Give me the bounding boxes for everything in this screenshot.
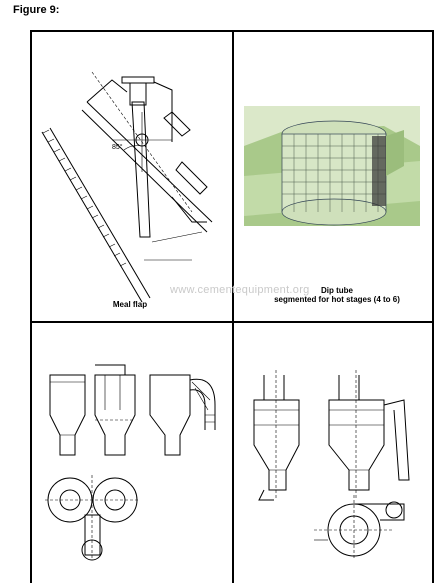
figure-label: Figure 9: [13, 4, 60, 16]
angle-label: 85° [112, 143, 123, 151]
panel-divider-horizontal [30, 321, 434, 323]
cyclone-section-drawing [253, 370, 410, 560]
dip-tube-caption: Dip tube segmented for hot stages (4 to … [262, 286, 412, 304]
panel-divider-vertical [232, 30, 234, 583]
meal-flap-caption: Meal flap [112, 300, 148, 309]
dip-tube-caption-subtitle: segmented for hot stages (4 to 6) [274, 295, 400, 304]
cyclone-pair-drawing [45, 364, 216, 561]
dip-tube-caption-title: Dip tube [321, 286, 353, 295]
dip-tube-render [244, 106, 420, 226]
meal-flap-drawing: 85° [41, 71, 213, 303]
watermark: www.cementequipment.org [170, 284, 310, 296]
